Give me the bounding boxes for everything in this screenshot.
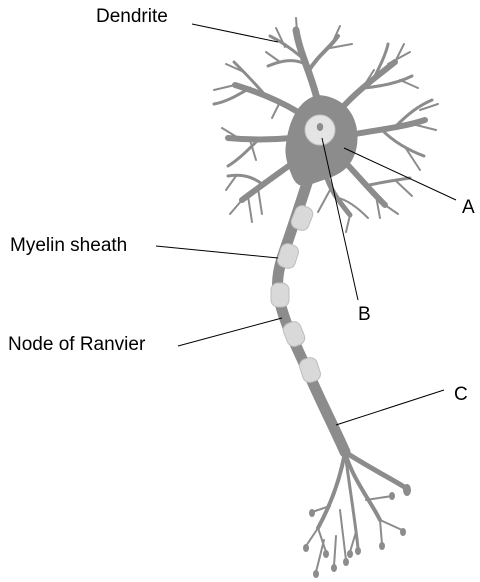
myelin-segment [271, 283, 289, 307]
nucleolus [317, 123, 323, 131]
a-leader-line [344, 148, 456, 200]
label-b: B [358, 304, 371, 325]
node-of-ranvier-label: Node of Ranvier [8, 334, 146, 355]
label-a: A [462, 197, 475, 218]
axon [278, 180, 407, 572]
label-c: C [454, 384, 468, 405]
myelin-label: Myelin sheath [10, 235, 127, 256]
dendrite-leader-line [192, 24, 278, 42]
myelin-leader-line [156, 246, 278, 258]
dendrite-label: Dendrite [96, 6, 168, 27]
c-leader-line [336, 390, 444, 425]
node-leader-line [178, 318, 282, 346]
